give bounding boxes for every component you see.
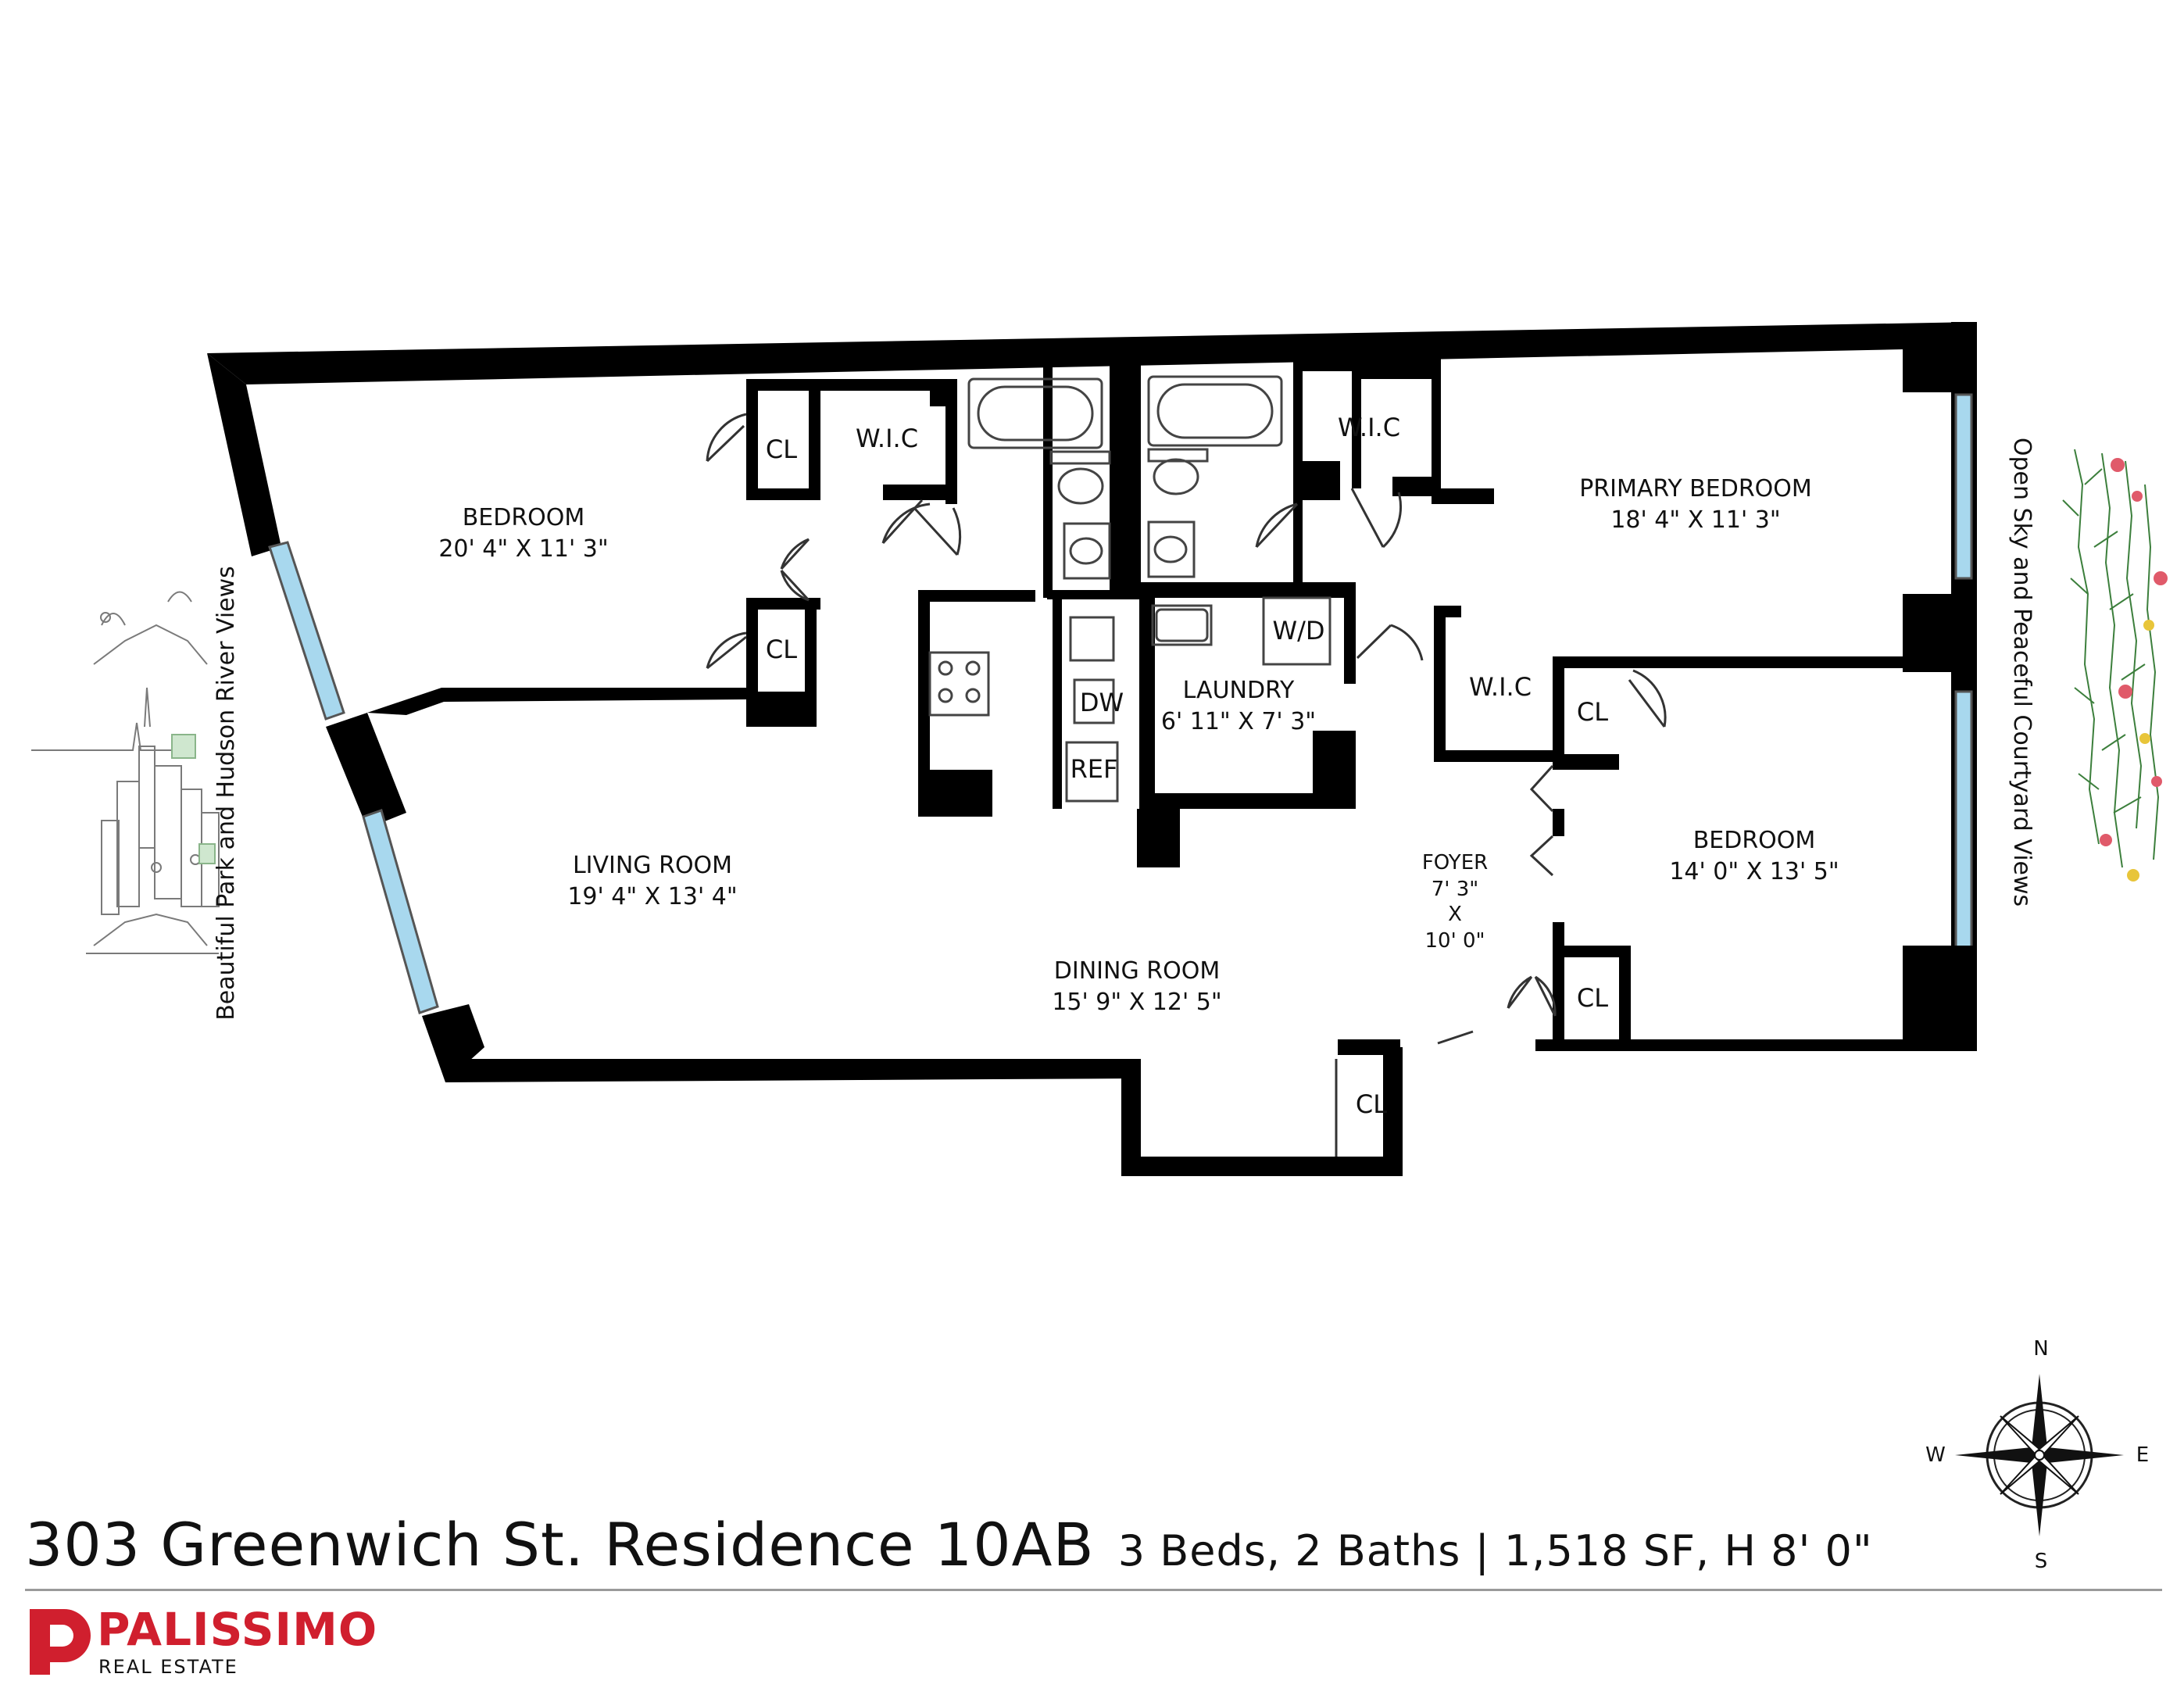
address-title: 303 Greenwich St. Residence 10AB (25, 1510, 1095, 1579)
foyer-name: FOYER (1422, 851, 1488, 874)
washer-dryer-label: W/D (1272, 616, 1324, 646)
foyer-length: 10' 0" (1425, 929, 1485, 953)
dining-room-dims: 15' 9" X 12' 5" (1052, 989, 1221, 1016)
garden-illustration (2062, 449, 2160, 868)
bedroom-west-dims: 20' 4" X 11' 3" (438, 535, 608, 563)
room-labels: BEDROOM 20' 4" X 11' 3" PRIMARY BEDROOM … (438, 475, 1839, 1016)
unit-details: 3 Beds, 2 Baths | 1,518 SF, H 8' 0" (1117, 1526, 1873, 1575)
compass-north-label: N (2033, 1337, 2048, 1361)
refrigerator-label: REF (1071, 754, 1118, 784)
listing-title: 303 Greenwich St. Residence 10AB 3 Beds, … (25, 1510, 1873, 1596)
living-room-name: LIVING ROOM (573, 852, 732, 879)
east-view-caption: Open Sky and Peaceful Courtyard Views (2008, 438, 2036, 907)
foyer-x: X (1448, 903, 1462, 926)
primary-bedroom-name: PRIMARY BEDROOM (1579, 475, 1812, 502)
closet-label: CL (1577, 697, 1608, 727)
foyer-width: 7' 3" (1432, 878, 1478, 901)
walk-in-closet-label: W.I.C (856, 424, 918, 453)
title-divider (25, 1589, 2162, 1591)
closet-label: CL (1577, 983, 1608, 1013)
brand-tagline: REAL ESTATE (98, 1656, 238, 1678)
kitchen-fixtures (928, 596, 1331, 803)
doors (706, 413, 1667, 1157)
bath-fixtures (967, 375, 1283, 580)
compass-south-label: S (2035, 1550, 2048, 1573)
closet-label: CL (1356, 1089, 1387, 1119)
palissimo-logo-icon (30, 1609, 91, 1675)
garden-flowers (2100, 458, 2168, 882)
walk-in-closet-label: W.I.C (1338, 413, 1400, 442)
living-room-dims: 19' 4" X 13' 4" (567, 883, 737, 910)
city-skyline-illustration (31, 591, 220, 954)
bedroom-east-name: BEDROOM (1693, 827, 1816, 854)
laundry-dims: 6' 11" X 7' 3" (1161, 708, 1316, 735)
small-labels: CL W.I.C CL W.I.C W.I.C CL CL CL W/D DW … (766, 413, 1608, 1119)
bedroom-east-dims: 14' 0" X 13' 5" (1669, 858, 1839, 885)
dining-room-name: DINING ROOM (1054, 957, 1220, 985)
dishwasher-label: DW (1080, 688, 1124, 717)
west-windows (268, 541, 439, 1014)
walk-in-closet-label: W.I.C (1469, 672, 1532, 702)
west-view-caption: Beautiful Park and Hudson River Views (213, 566, 240, 1021)
interior-walls (367, 356, 1904, 1047)
laundry-name: LAUNDRY (1183, 677, 1295, 704)
closet-label: CL (766, 435, 797, 464)
closet-label: CL (766, 635, 797, 664)
compass-west-label: W (1925, 1443, 1946, 1467)
compass-rose: N S E W (1925, 1337, 2149, 1573)
compass-east-label: E (2136, 1443, 2149, 1467)
east-windows (1954, 393, 1973, 951)
exterior-walls (207, 322, 1977, 1176)
primary-bedroom-dims: 18' 4" X 11' 3" (1610, 506, 1780, 534)
bedroom-west-name: BEDROOM (463, 504, 585, 531)
brand-name: PALISSIMO (97, 1603, 378, 1656)
east-piers (1903, 345, 1977, 1047)
